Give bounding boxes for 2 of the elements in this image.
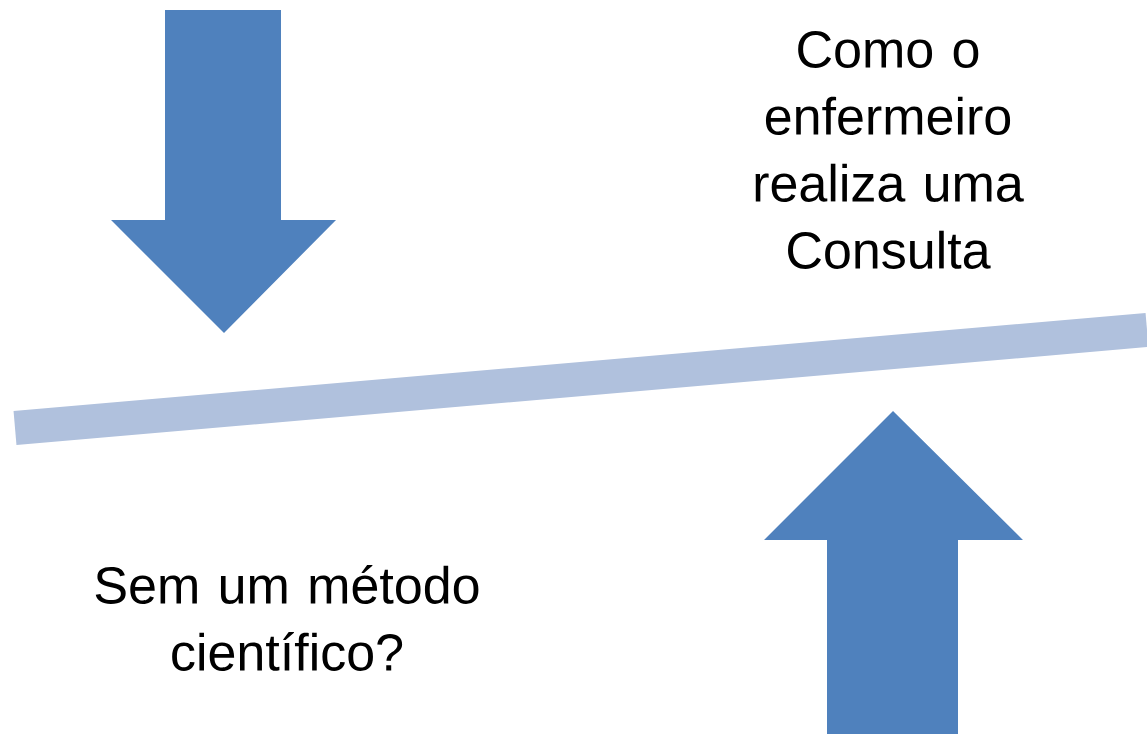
question-text: Sem um método científico? bbox=[95, 565, 479, 671]
question-text: Como o enfermeiro realiza uma Consulta bbox=[755, 31, 1024, 269]
